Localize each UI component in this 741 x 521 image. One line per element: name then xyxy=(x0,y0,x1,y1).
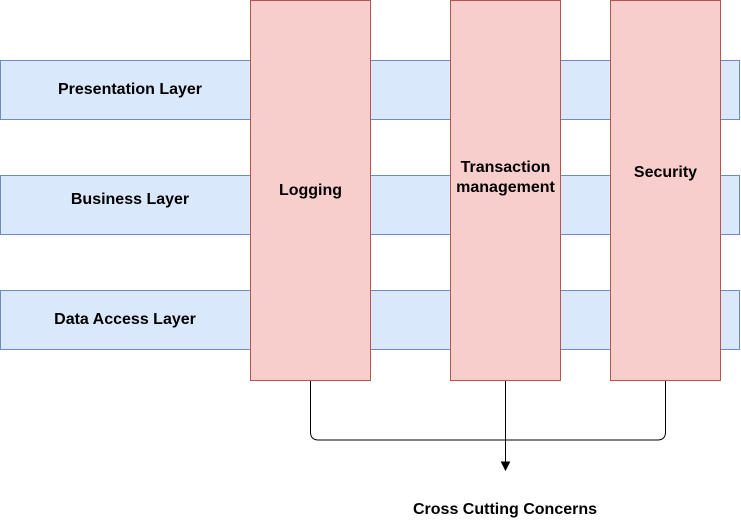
presentation-layer-label: Presentation Layer xyxy=(57,81,203,98)
logging-connector xyxy=(310,381,506,441)
transaction-management-label: Transaction management xyxy=(456,158,555,196)
security-box: Security xyxy=(610,0,721,381)
cross-cutting-concerns-label: Cross Cutting Concerns xyxy=(412,501,598,518)
security-label: Security xyxy=(633,163,698,181)
transaction-management-box: Transaction management xyxy=(450,0,561,381)
business-layer-label: Business Layer xyxy=(70,191,190,208)
security-connector xyxy=(505,381,666,441)
connector-arrowhead xyxy=(500,461,511,472)
data-access-layer-label: Data Access Layer xyxy=(54,311,196,328)
logging-label: Logging xyxy=(278,181,343,199)
logging-box: Logging xyxy=(250,0,371,381)
